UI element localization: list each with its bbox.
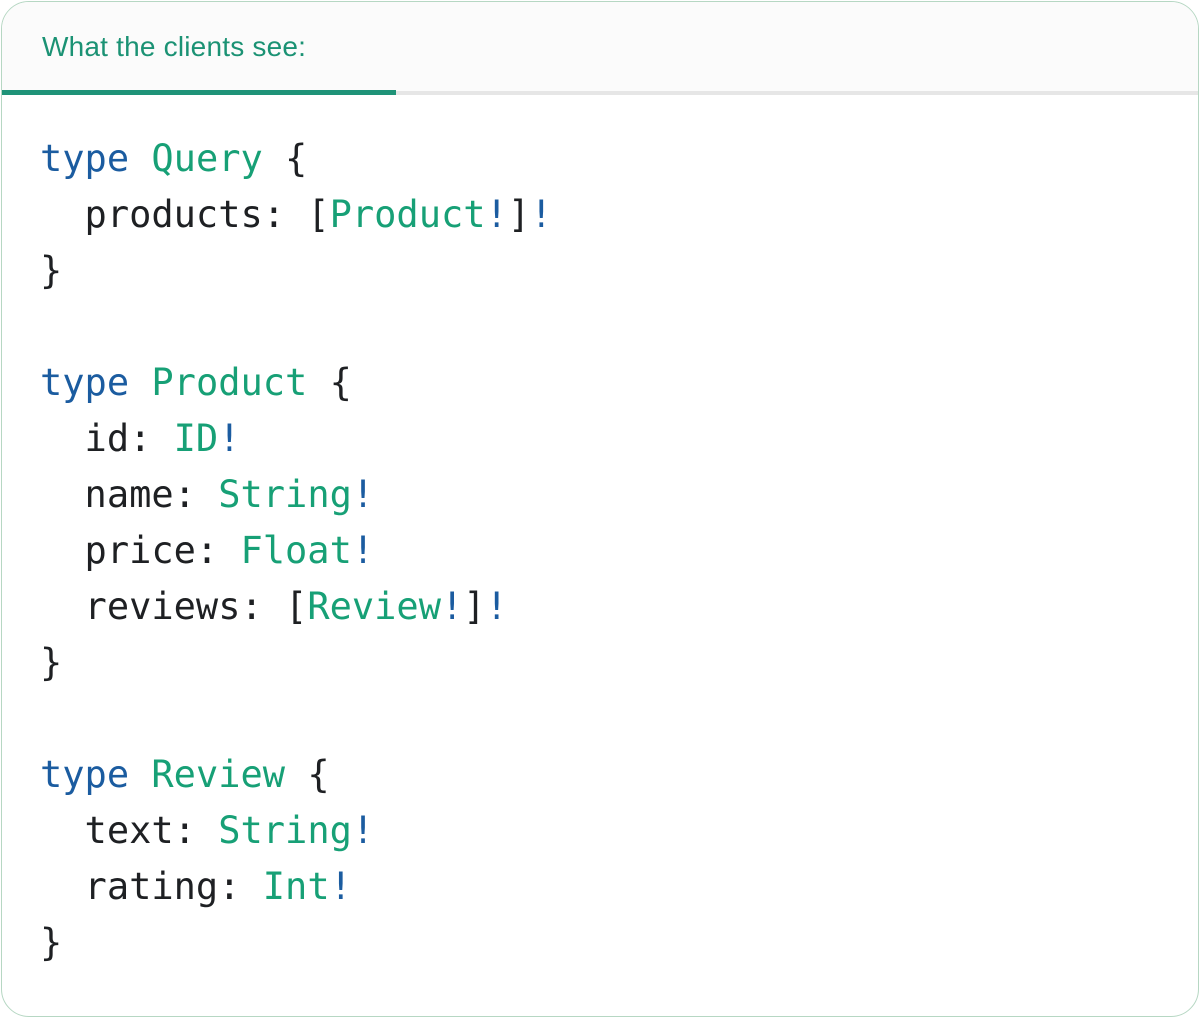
code-token: ! [218,417,241,460]
code-token: type [40,753,130,796]
code-line: } [40,243,1158,299]
code-token: id: [40,417,174,460]
code-line: price: Float! [40,523,1158,579]
code-token: Query [151,137,263,180]
code-token: { [262,137,308,180]
code-token: Float [240,529,352,572]
code-token: ! [485,585,508,628]
graphql-code-block: type Query { products: [Product!]!}type … [2,95,1198,991]
code-token: } [40,249,63,292]
code-token: Review [151,753,286,796]
tab-what-the-clients-see[interactable]: What the clients see: [2,2,396,91]
code-token: type [40,137,130,180]
code-token [129,753,151,796]
code-token: ] [507,193,531,236]
code-token: products: [ [40,193,330,236]
code-line: text: String! [40,803,1158,859]
code-line: products: [Product!]! [40,187,1158,243]
code-token: name: [40,473,219,516]
code-token: Product [329,193,486,236]
code-token: ! [530,193,553,236]
tab-label: What the clients see: [42,30,307,62]
code-token: { [307,361,352,404]
code-line: id: ID! [40,411,1158,467]
code-token: ! [485,193,508,236]
code-token: ! [351,473,375,516]
code-token: String [218,473,352,516]
tab-bar: What the clients see: [2,2,1198,95]
code-line: } [40,635,1158,691]
code-token: price: [40,529,241,572]
code-line [40,691,1158,747]
code-token: } [40,921,63,964]
active-tab-underline [2,90,396,95]
code-token: String [218,809,352,852]
code-line [40,299,1158,355]
code-token [129,137,151,180]
code-token: ] [463,585,486,628]
code-token: ! [440,585,464,628]
code-token: ! [329,865,352,908]
code-token: reviews: [ [40,585,308,628]
code-token: rating: [40,865,263,908]
code-token: Product [151,361,308,404]
code-line: name: String! [40,467,1158,523]
code-token: text: [40,809,219,852]
code-token: ! [351,529,375,572]
code-token: Int [262,865,330,908]
code-token: type [40,361,130,404]
code-token: ! [351,809,375,852]
code-line: reviews: [Review!]! [40,579,1158,635]
code-token: ID [173,417,219,460]
code-line: rating: Int! [40,859,1158,915]
code-token: Review [307,585,441,628]
code-line: type Review { [40,747,1158,803]
code-line: } [40,915,1158,971]
code-token [129,361,151,404]
code-line: type Product { [40,355,1158,411]
code-token: { [285,753,330,796]
code-line: type Query { [40,131,1158,187]
code-token: } [40,641,63,684]
